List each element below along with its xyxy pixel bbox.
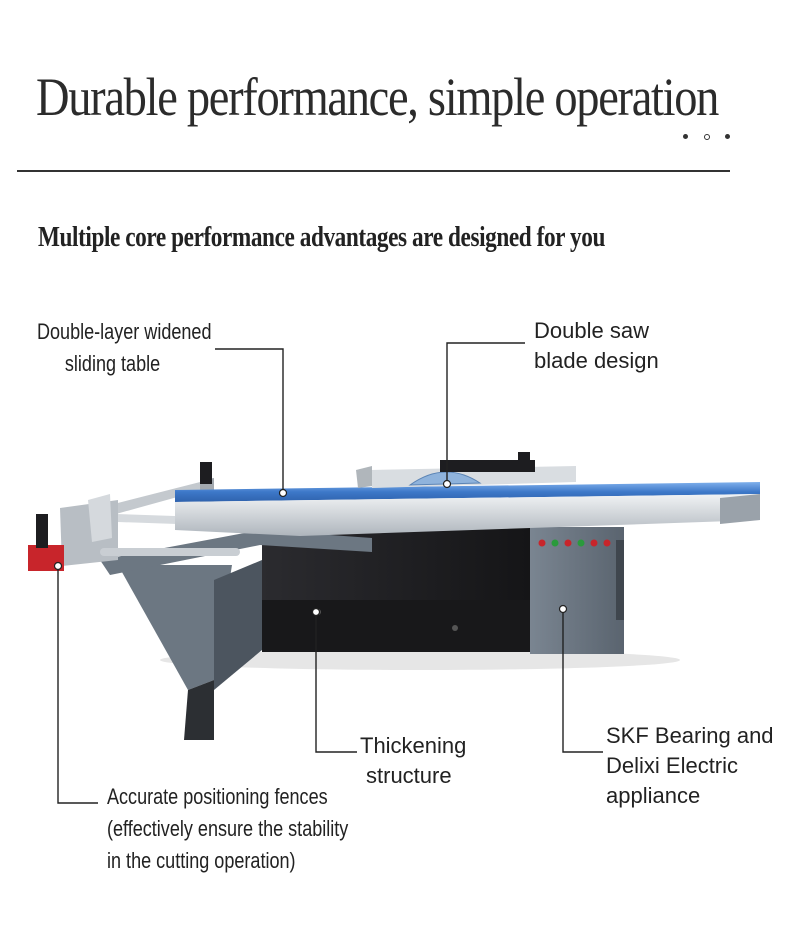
callout-thickening: Thickening structure	[360, 731, 466, 791]
cabinet-base	[262, 600, 540, 652]
decorative-dots	[683, 133, 733, 143]
callout-line: in the cutting operation)	[107, 848, 296, 873]
callout-line: Thickening	[360, 733, 467, 758]
callout-sliding-table: Double-layer widened sliding table	[37, 316, 211, 380]
callout-line: Accurate positioning fences	[107, 784, 328, 809]
sliding-table-rail	[175, 494, 760, 536]
callout-line: appliance	[606, 783, 701, 808]
stand-brace	[214, 560, 262, 690]
fence-frame-top	[110, 480, 210, 514]
rail-end-cap	[720, 494, 760, 524]
roller-tube	[100, 548, 240, 556]
fence-handle	[36, 514, 48, 548]
sliding-table-top	[175, 482, 760, 502]
callout-line: Delixi Electric	[606, 753, 739, 778]
support-arm	[100, 530, 372, 575]
callout-line: (effectively ensure the stability	[107, 816, 349, 841]
section-subtitle: Multiple core performance advantages are…	[38, 222, 605, 253]
callout-line: sliding table	[64, 351, 161, 376]
callout-skf: SKF Bearing and Delixi Electric applianc…	[606, 721, 774, 811]
saw-blade-guard	[408, 471, 482, 486]
leader-dots	[53, 479, 568, 617]
guard-knob	[518, 452, 530, 466]
floor-shadow	[160, 650, 680, 670]
callout-fences: Accurate positioning fences (effectively…	[107, 781, 348, 877]
electric-box-side	[616, 540, 624, 620]
callout-line: Double-layer widened	[37, 319, 212, 344]
dot-icon	[683, 134, 688, 139]
dot-icon	[725, 134, 730, 139]
cabinet-bolt	[452, 625, 458, 631]
title-divider	[17, 170, 730, 172]
callout-saw-blade: Double saw blade design	[534, 316, 659, 376]
fence-plate	[88, 494, 112, 542]
fence-bracket	[356, 466, 372, 488]
electric-box	[530, 527, 624, 654]
page-title: Durable performance, simple operation	[36, 67, 719, 127]
left-stand	[118, 565, 232, 690]
callout-line: Double saw	[534, 318, 649, 343]
table-handle	[200, 462, 212, 484]
hollow-dot-icon	[704, 134, 710, 140]
callout-line: SKF Bearing and	[606, 723, 774, 748]
leader-lines	[57, 342, 603, 804]
callout-line: structure	[366, 763, 452, 788]
callout-line: blade design	[534, 348, 659, 373]
guard-arm	[440, 460, 535, 472]
control-buttons	[538, 539, 611, 547]
stand-foot	[184, 680, 214, 740]
